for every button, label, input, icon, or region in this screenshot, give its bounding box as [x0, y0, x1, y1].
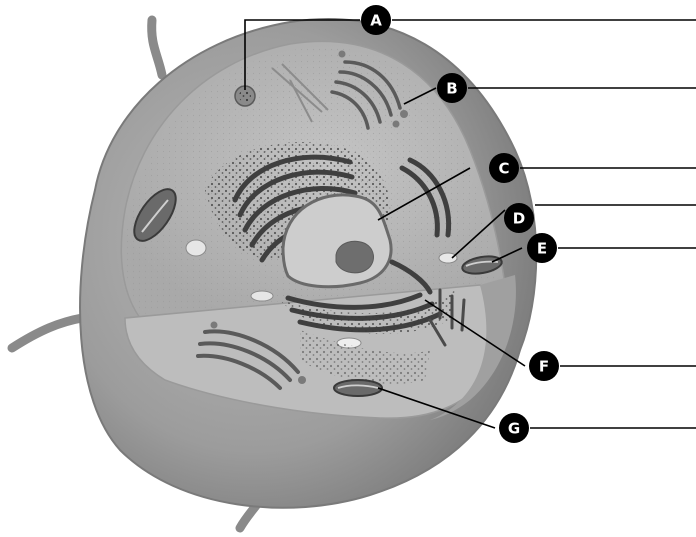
vacuole-left	[186, 240, 206, 256]
small-vacuole	[439, 253, 457, 263]
label-letter: E	[537, 240, 547, 258]
label-letter: C	[498, 160, 509, 178]
label-letter: A	[370, 12, 382, 30]
label-d: D	[504, 203, 534, 233]
label-c: C	[489, 153, 519, 183]
label-letter: G	[508, 420, 520, 438]
vacuole-floor	[251, 291, 273, 301]
label-a: A	[361, 5, 391, 35]
label-e: E	[527, 233, 557, 263]
label-letter: F	[539, 358, 549, 376]
label-g: G	[499, 413, 529, 443]
label-b: B	[437, 73, 467, 103]
nucleolus	[336, 241, 374, 273]
label-letter: D	[513, 210, 525, 228]
label-letter: B	[446, 80, 457, 98]
label-f: F	[529, 351, 559, 381]
